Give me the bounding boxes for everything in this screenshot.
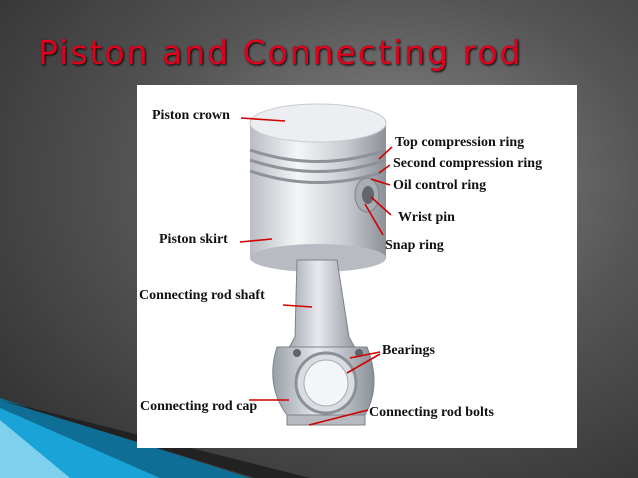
piston-illustration [239,103,393,426]
slide-title: Piston and Connecting rod [38,33,523,72]
label-connecting-rod-bolts: Connecting rod bolts [369,405,494,420]
label-wrist-pin: Wrist pin [398,210,455,225]
label-piston-skirt: Piston skirt [159,232,228,247]
label-top-compression-ring: Top compression ring [395,135,525,150]
connecting-rod [272,259,375,426]
label-second-compression-ring: Second compression ring [393,156,543,171]
piston [249,103,387,272]
label-oil-control-ring: Oil control ring [393,178,487,193]
label-piston-crown: Piston crown [152,108,230,123]
label-connecting-rod-shaft: Connecting rod shaft [139,288,265,303]
label-connecting-rod-cap: Connecting rod cap [140,399,258,414]
label-snap-ring: Snap ring [385,238,444,253]
piston-diagram: Piston crown Top compression ring Second… [137,85,577,448]
label-bearings: Bearings [382,343,435,358]
leader-lines [239,117,393,426]
